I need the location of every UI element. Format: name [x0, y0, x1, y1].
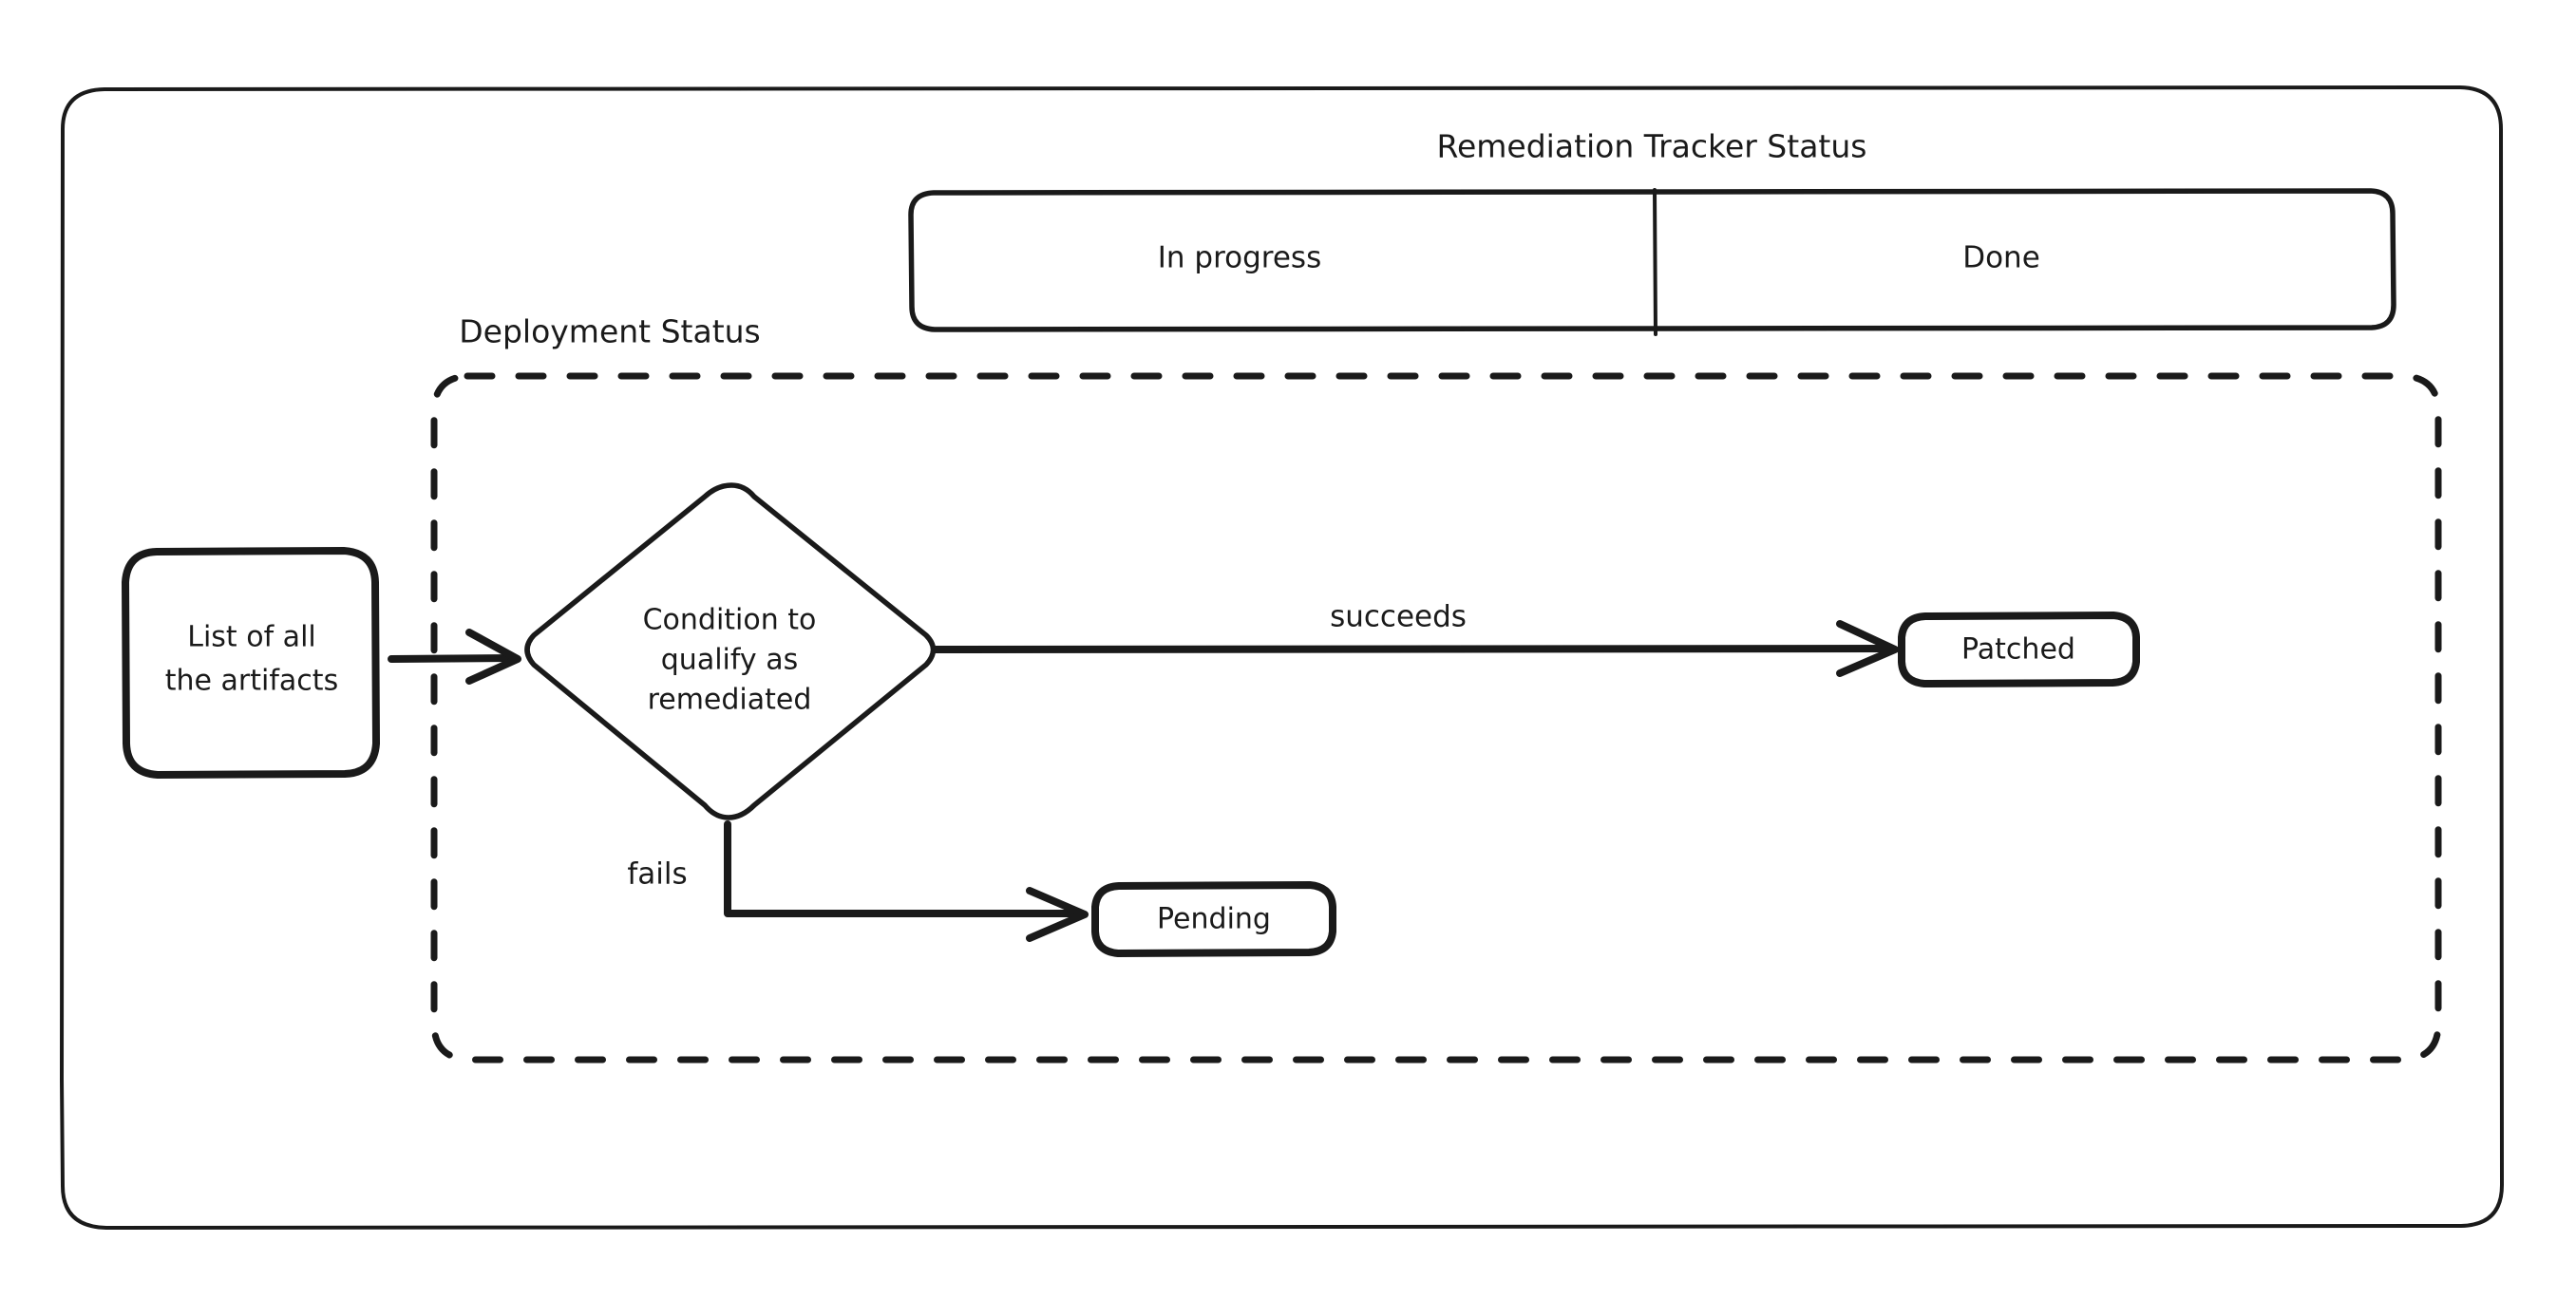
edge-condition-to-pending-label: fails: [627, 857, 687, 892]
edge-artifacts-to-condition-arrowhead: [465, 629, 521, 685]
tracker-cell-in-progress: In progress: [1158, 241, 1321, 275]
edge-condition-to-patched-label: succeeds: [1330, 600, 1467, 634]
edge-condition-to-patched-line: [932, 645, 1894, 653]
node-patched-label: Patched: [1961, 633, 2075, 667]
edge-condition-to-pending-line: [724, 820, 1082, 917]
edge-condition-to-patched-arrowhead: [1836, 620, 1899, 677]
node-pending-label: Pending: [1157, 903, 1271, 936]
node-condition-shape[interactable]: [524, 482, 937, 820]
outer-container-border: [60, 85, 2504, 1230]
node-condition-label-line2: qualify as: [661, 644, 798, 677]
tracker-cell-done: Done: [1962, 241, 2040, 275]
tracker-table-divider: [1653, 188, 1657, 336]
node-patched-shape[interactable]: [1898, 612, 2140, 687]
tracker-group-label: Remediation Tracker Status: [1437, 128, 1867, 165]
node-condition-label-line1: Condition to: [643, 604, 817, 637]
node-condition-label-line3: remediated: [648, 684, 812, 717]
node-artifacts-label-line2: the artifacts: [165, 665, 338, 698]
node-artifacts-shape[interactable]: [122, 547, 380, 779]
edge-artifacts-to-condition-line: [388, 654, 515, 663]
deployment-group-border: [430, 372, 2442, 1064]
node-pending-shape[interactable]: [1091, 881, 1336, 957]
node-artifacts-label-line1: List of all: [187, 621, 315, 654]
tracker-table-border: [908, 188, 2396, 332]
deployment-group-label: Deployment Status: [459, 313, 761, 350]
edge-condition-to-pending-arrowhead: [1026, 887, 1089, 942]
